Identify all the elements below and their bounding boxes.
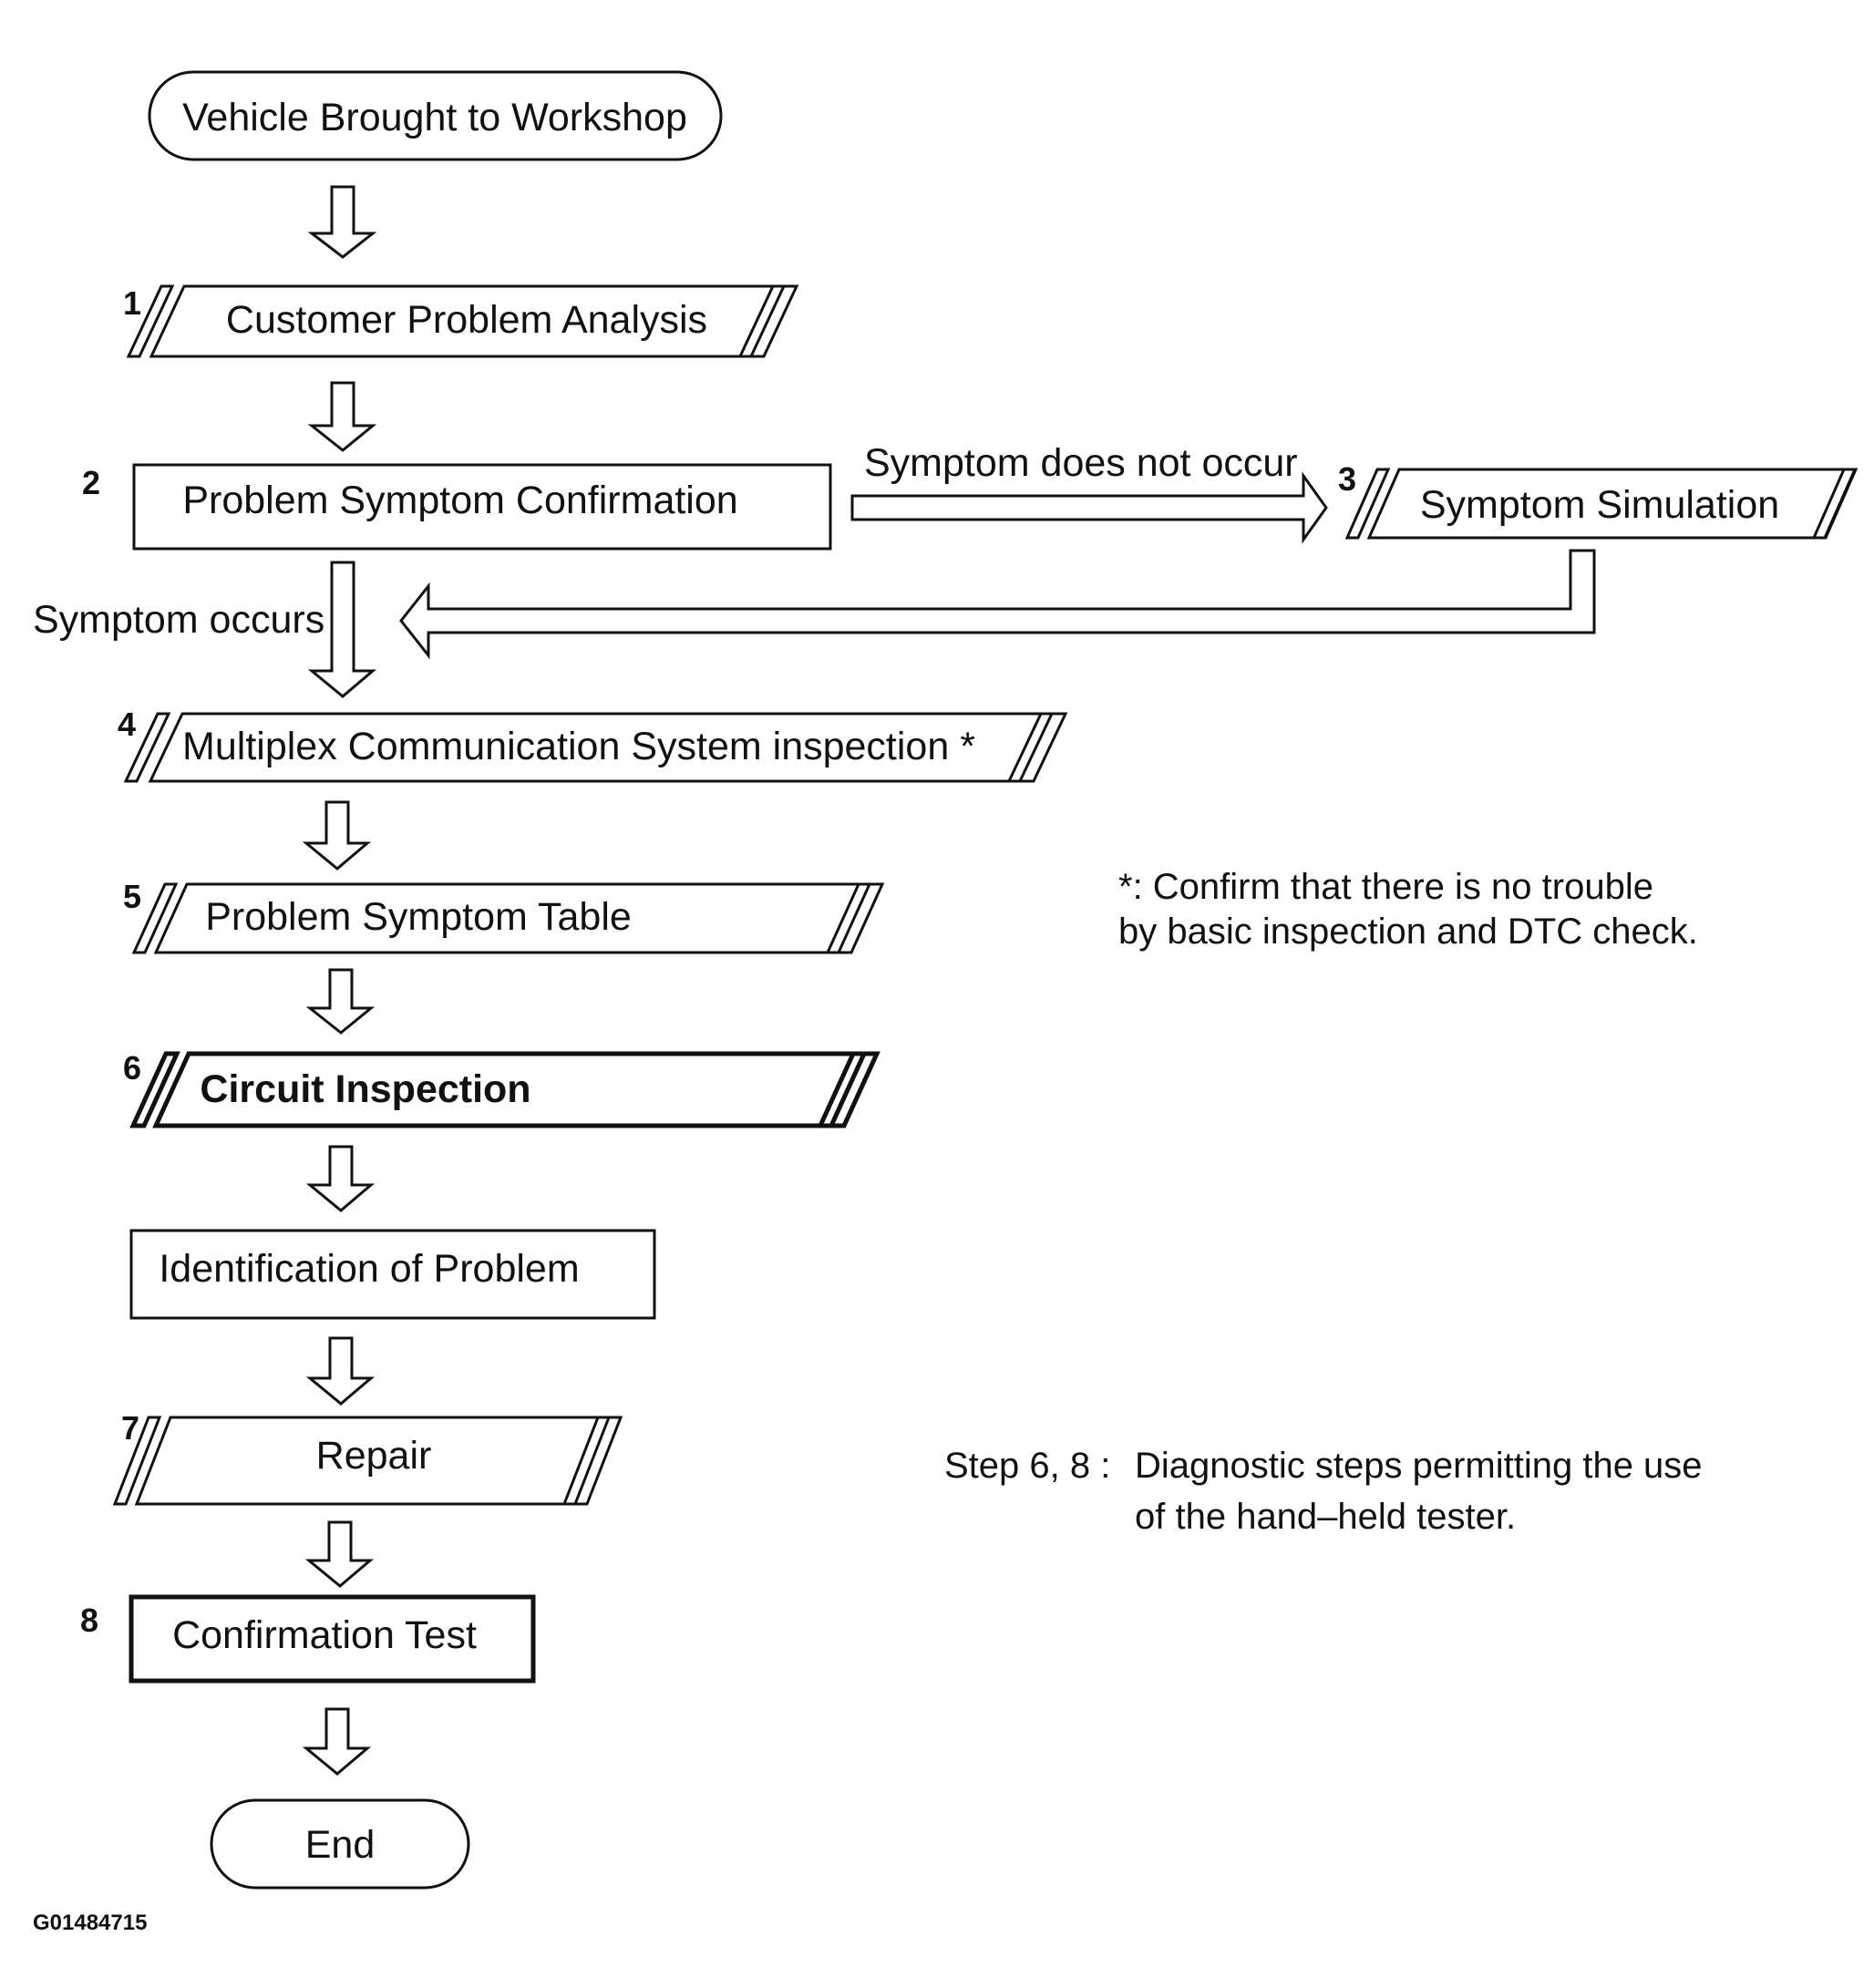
identification-label: Identification of Problem <box>159 1247 579 1291</box>
flow-arrow-down <box>305 968 376 1035</box>
return-arrow <box>399 549 1596 660</box>
step-7-node: 7 Repair <box>112 1409 623 1506</box>
branch-not-occur-label: Symptom does not occur <box>864 441 1298 485</box>
branch-occurs-label: Symptom occurs <box>33 598 324 642</box>
step-1-number: 1 <box>123 284 141 322</box>
step-3-number: 3 <box>1338 460 1356 498</box>
flow-arrow-down <box>305 1145 376 1212</box>
start-node: Vehicle Brought to Workshop <box>148 70 723 161</box>
step-1-node: 1 Customer Problem Analysis <box>123 284 799 358</box>
step-7-number: 7 <box>121 1409 139 1447</box>
step-4-label: Multiplex Communication System inspectio… <box>182 725 975 768</box>
end-label: End <box>305 1823 376 1867</box>
flow-arrow-down <box>304 1520 375 1588</box>
step-5-node: 5 Problem Symptom Table <box>123 878 885 954</box>
step-2-label: Problem Symptom Confirmation <box>182 479 737 522</box>
step-4-node: 4 Multiplex Communication System inspect… <box>118 706 1068 783</box>
step-6-node: 6 Circuit Inspection <box>123 1049 880 1128</box>
flow-arrow-down <box>307 185 377 259</box>
step-note-line2: of the hand–held tester. <box>1135 1497 1516 1537</box>
step-5-label: Problem Symptom Table <box>205 895 632 939</box>
step-6-number: 6 <box>123 1049 141 1087</box>
branch-arrow-right <box>850 471 1328 544</box>
step-1-label: Customer Problem Analysis <box>226 298 707 342</box>
step-3-node: 3 Symptom Simulation <box>1338 460 1859 540</box>
step-7-label: Repair <box>316 1434 432 1478</box>
flow-arrow-down <box>302 1707 372 1776</box>
step-5-number: 5 <box>123 878 141 915</box>
step-2-number: 2 <box>82 464 100 501</box>
step-4-number: 4 <box>118 706 136 743</box>
step-8-number: 8 <box>80 1602 98 1639</box>
end-node: End <box>210 1798 470 1890</box>
step-note-line1: Diagnostic steps permitting the use <box>1135 1446 1703 1486</box>
flow-arrow-down <box>305 1336 376 1406</box>
identification-node: Identification of Problem <box>129 1229 656 1320</box>
start-label: Vehicle Brought to Workshop <box>182 96 687 139</box>
asterisk-note-line1: *: Confirm that there is no trouble <box>1118 867 1653 907</box>
step-3-label: Symptom Simulation <box>1420 483 1779 527</box>
flow-arrow-down <box>307 381 377 452</box>
step-8-label: Confirmation Test <box>172 1613 477 1657</box>
flow-arrow-down <box>302 800 372 870</box>
flow-arrow-down <box>307 561 377 698</box>
step-8-node: 8 Confirmation Test <box>80 1594 536 1684</box>
figure-id: G01484715 <box>33 1911 147 1935</box>
step-note-label: Step 6, 8 : <box>944 1446 1110 1486</box>
step-2-node: 2 Problem Symptom Confirmation <box>82 463 832 551</box>
asterisk-note-line2: by basic inspection and DTC check. <box>1118 912 1698 952</box>
step-6-label: Circuit Inspection <box>200 1067 530 1111</box>
